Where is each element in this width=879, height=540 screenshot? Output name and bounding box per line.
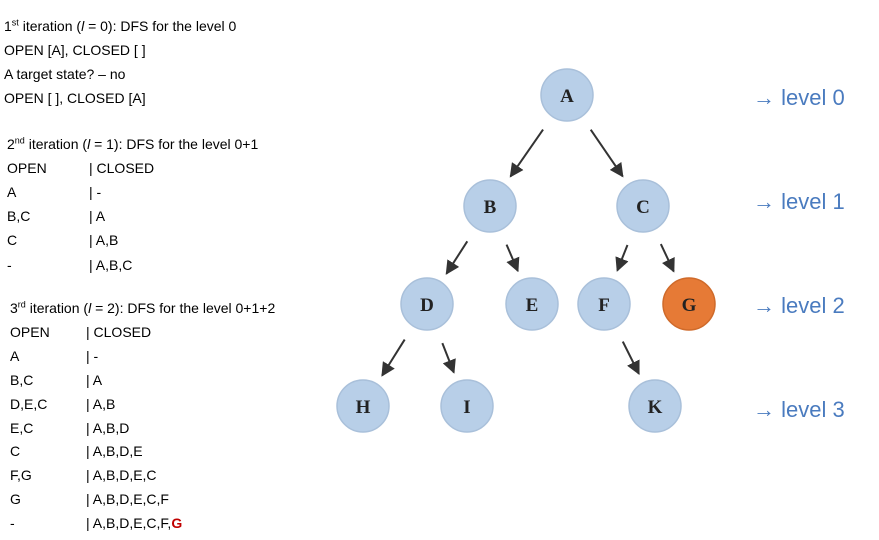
node-label: I (463, 397, 470, 418)
iter3-open-header: OPEN (10, 324, 50, 340)
iter2-closed-cell: | A,B,C (89, 257, 133, 273)
node-label: C (636, 197, 650, 218)
edge-B-D (445, 240, 469, 275)
iter1-heading-post: = 0): DFS for the level 0 (84, 18, 237, 34)
iter3-closed-cell: | A,B,D,E,C (86, 467, 157, 483)
edge-D-H (381, 339, 406, 377)
iter3-closed-cell: | A,B,D,E,C,F,G (86, 515, 182, 531)
iter2-heading: 2nd iteration (l = 1): DFS for the level… (7, 136, 258, 152)
iter2-open-cell: B,C (7, 208, 31, 224)
iter1-line: OPEN [A], CLOSED [ ] (4, 42, 146, 58)
iter2-ordinal: 2 (7, 136, 15, 152)
node-circle (628, 379, 682, 433)
edge-D-I (441, 342, 456, 374)
node-circle (505, 277, 559, 331)
iter2-open-cell: C (7, 232, 18, 248)
level-label: → level 0 (753, 85, 845, 110)
level-label: → level 2 (753, 293, 845, 318)
iter3-open-cell: D,E,C (10, 396, 48, 412)
iter3-open-cell: B,C (10, 372, 34, 388)
node-label: F (598, 295, 610, 316)
edge-A-C (589, 129, 624, 178)
node-E: E (505, 277, 559, 331)
node-label: E (526, 295, 539, 316)
iter3-closed-cell-text: | A,B,D,E,C,F, (86, 515, 172, 531)
iter3-heading-post: = 2): DFS for the level 0+1+2 (91, 300, 276, 316)
node-A: A (540, 68, 594, 122)
iter2-open-cell: - (7, 257, 12, 273)
edge-C-F (615, 244, 629, 272)
node-circle (400, 277, 454, 331)
node-label: G (682, 295, 697, 316)
edge-C-G (659, 243, 675, 273)
iter1-line: OPEN [ ], CLOSED [A] (4, 90, 146, 106)
node-G: G (662, 277, 716, 331)
iter3-closed-cell: | A,B (86, 396, 116, 412)
node-F: F (577, 277, 631, 331)
iter2-ordinal-suffix: nd (14, 135, 25, 146)
node-label: K (648, 397, 663, 418)
node-I: I (440, 379, 494, 433)
node-label: B (484, 197, 497, 218)
iter3-open-cell: E,C (10, 420, 34, 436)
iter3-closed-cell: | A,B,D,E (86, 443, 143, 459)
iter2-closed-cell: | A,B (89, 232, 119, 248)
iter3-closed-header: | CLOSED (86, 324, 152, 340)
iter2-heading-post: = 1): DFS for the level 0+1 (90, 136, 259, 152)
node-label: D (420, 295, 434, 316)
node-H: H (336, 379, 390, 433)
iter3-heading: 3rd iteration (l = 2): DFS for the level… (10, 300, 275, 316)
iter3-closed-cell: | A,B,D,E,C,F (86, 491, 169, 507)
node-circle (440, 379, 494, 433)
level-label: → level 1 (753, 189, 845, 214)
node-C: C (616, 179, 670, 233)
iter3-closed-cell: | A,B,D (86, 420, 130, 436)
iter2-open-cell: A (7, 184, 17, 200)
edge-B-E (505, 244, 520, 273)
node-circle (463, 179, 517, 233)
edge-A-B (509, 128, 544, 178)
iter3-open-cell: A (10, 348, 20, 364)
node-B: B (463, 179, 517, 233)
iter2-closed-cell: | - (89, 184, 102, 200)
level-label: → level 3 (753, 397, 845, 422)
iter1-ordinal: 1 (4, 18, 12, 34)
node-circle (540, 68, 594, 122)
iter3-heading-pre: iteration ( (25, 300, 89, 316)
node-label: A (560, 86, 574, 107)
iter1-l-var: l (81, 18, 85, 34)
iter1-ordinal-suffix: st (11, 17, 19, 28)
node-label: H (356, 397, 371, 418)
iter3-closed-cell: | - (86, 348, 99, 364)
iter1-line: A target state? – no (4, 66, 126, 82)
node-K: K (628, 379, 682, 433)
iter1-heading-pre: iteration ( (18, 18, 82, 34)
iter3-open-cell: - (10, 515, 15, 531)
iter3-ordinal-suffix: rd (17, 299, 26, 310)
iter2-closed-header: | CLOSED (89, 160, 155, 176)
goal-highlight: G (171, 515, 183, 531)
node-circle (662, 277, 716, 331)
iter3-open-cell: C (10, 443, 21, 459)
iter2-heading-pre: iteration ( (24, 136, 88, 152)
iter2-l-var: l (87, 136, 91, 152)
edge-F-K (621, 341, 640, 376)
node-circle (577, 277, 631, 331)
iter3-l-var: l (88, 300, 92, 316)
iter2-open-header: OPEN (7, 160, 47, 176)
iter3-ordinal: 3 (10, 300, 18, 316)
node-D: D (400, 277, 454, 331)
iter3-open-cell: G (10, 491, 21, 507)
iter3-closed-cell: | A (86, 372, 103, 388)
iter1-heading: 1st iteration (l = 0): DFS for the level… (4, 18, 236, 34)
node-circle (616, 179, 670, 233)
iter2-closed-cell: | A (89, 208, 106, 224)
iter3-open-cell: F,G (10, 467, 32, 483)
node-circle (336, 379, 390, 433)
